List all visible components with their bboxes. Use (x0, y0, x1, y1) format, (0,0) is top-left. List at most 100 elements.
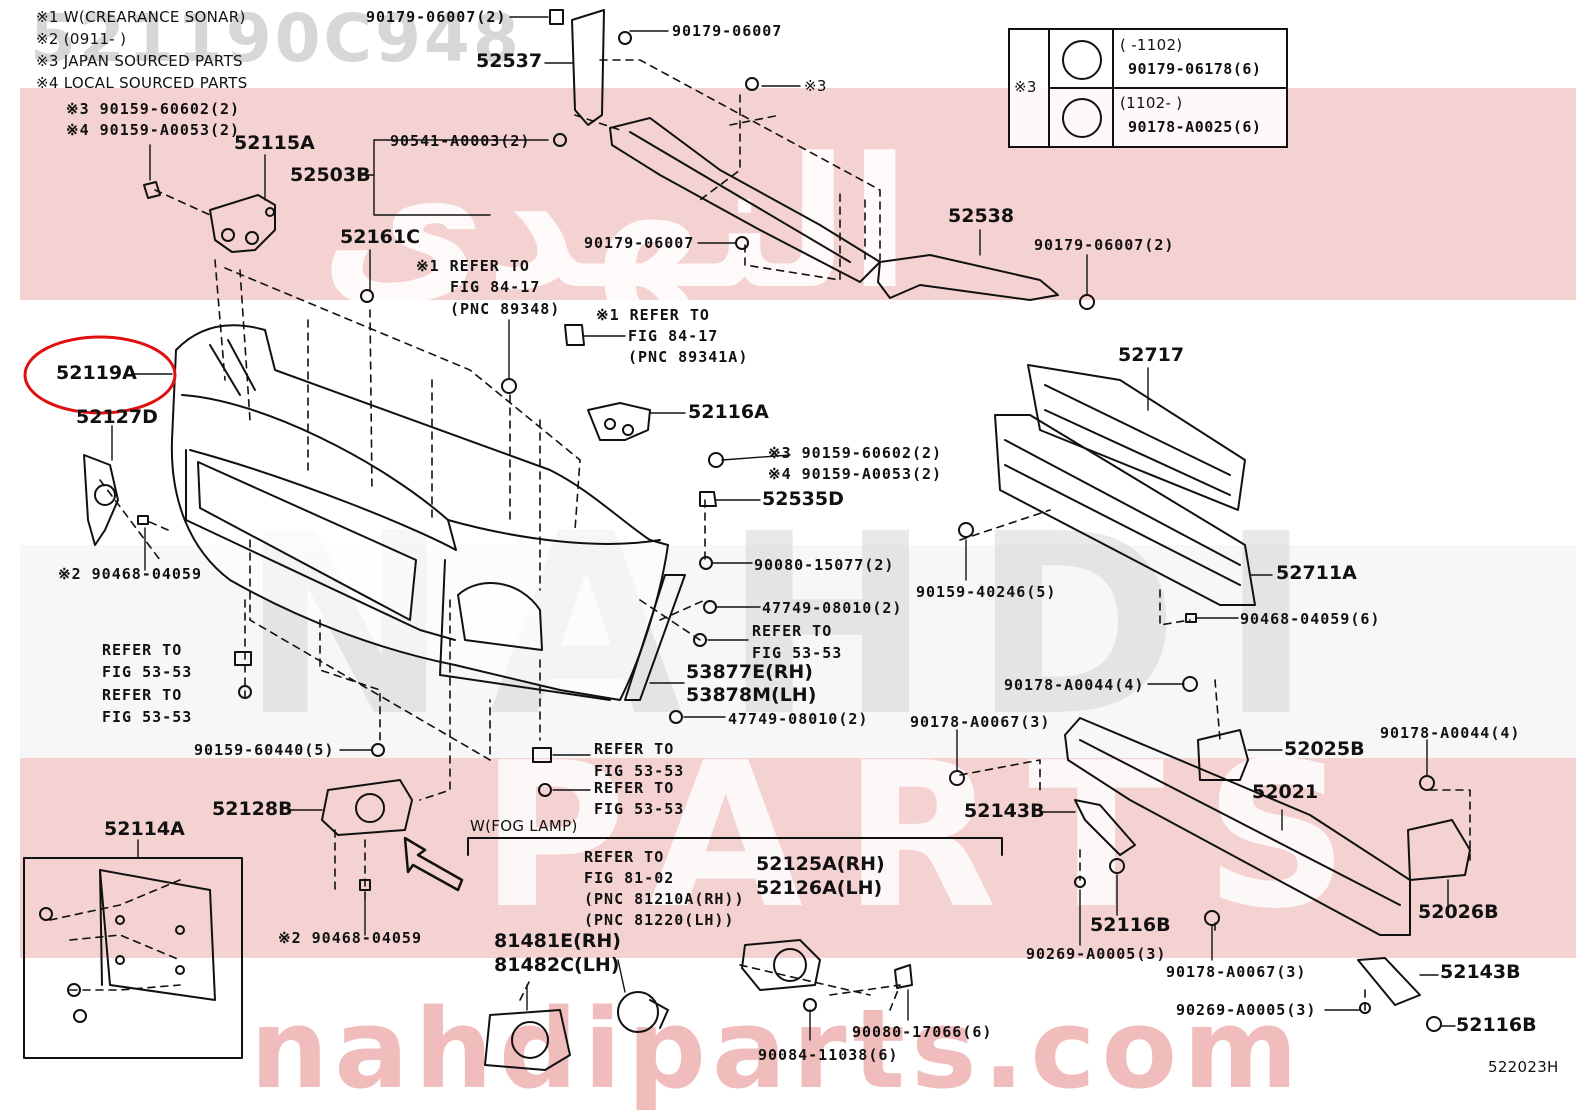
part-label[interactable]: 52128B (212, 798, 293, 820)
part-label[interactable]: FIG 53-53 (594, 800, 685, 818)
part-label[interactable]: 52717 (1118, 344, 1185, 366)
grille-52711a[interactable] (994, 414, 1256, 606)
part-label[interactable]: FIG 53-53 (594, 762, 685, 780)
fog-lamp-81481e[interactable] (484, 1009, 571, 1071)
part-label[interactable]: 90080-15077(2) (754, 556, 895, 574)
part-label[interactable]: 52537 (476, 50, 543, 72)
legend-part: 90179-06178(6) (1128, 60, 1262, 78)
part-label[interactable]: REFER TO (594, 779, 675, 797)
part-label[interactable]: ※3 90159-60602(2) (66, 100, 241, 118)
part-label[interactable]: 52125A(RH) (756, 853, 885, 875)
fog-lamp-cover-52128b[interactable] (321, 779, 413, 836)
part-label[interactable]: 52143B (964, 800, 1045, 822)
part-label[interactable]: 90178-A0067(3) (910, 713, 1051, 731)
bracket-52537[interactable] (571, 9, 605, 126)
retainer-52503b[interactable] (609, 117, 881, 283)
watermark-part-number: 521190C948 (30, 0, 522, 77)
part-label[interactable]: ※1 REFER TO (416, 257, 530, 275)
part-label[interactable]: 90269-A0005(3) (1026, 945, 1167, 963)
fog-lamp-bracket-line (467, 837, 1003, 856)
part-label[interactable]: FIG 53-53 (102, 708, 193, 726)
part-label[interactable]: REFER TO (102, 641, 183, 659)
legend-marker: ※3 (1014, 78, 1037, 96)
part-label[interactable]: REFER TO (102, 686, 183, 704)
license-bracket-52114a[interactable] (23, 857, 243, 1059)
bracket-52026b[interactable] (1407, 819, 1471, 881)
part-label[interactable]: 90179-06007 (672, 22, 783, 40)
part-label[interactable]: (PNC 89341A) (628, 348, 749, 366)
bracket-52143b[interactable] (1074, 799, 1421, 1006)
bracket-52116a[interactable] (587, 402, 651, 441)
part-label[interactable]: 52161C (340, 226, 421, 248)
part-label[interactable]: 52127D (76, 406, 158, 428)
part-label[interactable]: 90084-11038(6) (758, 1046, 899, 1064)
part-label[interactable]: 52116A (688, 401, 769, 423)
grille-52717[interactable] (1027, 364, 1246, 511)
part-label[interactable]: FIG 84-17 (450, 278, 541, 296)
part-label[interactable]: ※3 (804, 77, 827, 95)
part-label-highlighted[interactable]: 52119A (56, 362, 137, 384)
part-label[interactable]: 90178-A0044(4) (1380, 724, 1521, 742)
note-3: ※3 JAPAN SOURCED PARTS (36, 52, 243, 70)
arrow-icon (403, 836, 464, 892)
part-label[interactable]: (PNC 81220(LH)) (584, 911, 735, 929)
part-label[interactable]: 90178-A0067(3) (1166, 963, 1307, 981)
part-label[interactable]: ※4 90159-A0053(2) (66, 121, 241, 139)
legend-part: 90178-A0025(6) (1128, 118, 1262, 136)
part-label[interactable]: 52538 (948, 205, 1015, 227)
part-label[interactable]: 90179-06007(2) (366, 8, 507, 26)
part-label[interactable]: 52143B (1440, 961, 1521, 983)
part-label[interactable]: 53878M(LH) (686, 684, 817, 706)
part-label[interactable]: ※2 90468-04059 (58, 565, 202, 583)
part-label[interactable]: 52115A (234, 132, 315, 154)
part-label[interactable]: FIG 81-02 (584, 869, 675, 887)
cover-52127d[interactable] (83, 454, 119, 546)
part-label[interactable]: 52114A (104, 818, 185, 840)
part-label[interactable]: 52021 (1252, 781, 1319, 803)
part-label[interactable]: (PNC 81210A(RH)) (584, 890, 745, 908)
bracket-52538[interactable] (877, 254, 1059, 301)
part-label[interactable]: 52025B (1284, 738, 1365, 760)
part-label[interactable]: 90080-17066(6) (852, 1023, 993, 1041)
part-label[interactable]: 52126A(LH) (756, 877, 883, 899)
part-label[interactable]: 90468-04059(6) (1240, 610, 1381, 628)
part-label[interactable]: FIG 53-53 (752, 644, 843, 662)
part-label[interactable]: 90179-06007 (584, 234, 695, 252)
part-label[interactable]: 47749-08010(2) (762, 599, 903, 617)
part-label[interactable]: REFER TO (584, 848, 665, 866)
reinforcement-52021[interactable] (1064, 717, 1411, 936)
part-label[interactable]: 90179-06007(2) (1034, 236, 1175, 254)
part-label[interactable]: 52026B (1418, 901, 1499, 923)
bumper-cover[interactable] (170, 324, 669, 701)
part-label[interactable]: 53877E(RH) (686, 661, 813, 683)
part-label[interactable]: (PNC 89348) (450, 300, 561, 318)
part-label[interactable]: 52711A (1276, 562, 1357, 584)
bracket-52115a[interactable] (209, 194, 276, 253)
part-label[interactable]: 52116B (1090, 914, 1171, 936)
cover-53877e[interactable] (624, 574, 686, 701)
part-label[interactable]: ※4 90159-A0053(2) (768, 465, 943, 483)
part-label[interactable]: REFER TO (752, 622, 833, 640)
part-label[interactable]: 90269-A0005(3) (1176, 1001, 1317, 1019)
fog-lamp-bulb[interactable] (617, 991, 669, 1033)
part-label[interactable]: ※1 REFER TO (596, 306, 710, 324)
part-label[interactable]: FIG 53-53 (102, 663, 193, 681)
part-label[interactable]: 90159-60440(5) (194, 741, 335, 759)
part-label[interactable]: 81481E(RH) (494, 930, 621, 952)
part-label[interactable]: W(FOG LAMP) (470, 817, 578, 835)
part-label[interactable]: ※3 90159-60602(2) (768, 444, 943, 462)
bracket-52025b[interactable] (1197, 729, 1249, 781)
part-label[interactable]: 90159-40246(5) (916, 583, 1057, 601)
part-label[interactable]: ※2 90468-04059 (278, 929, 422, 947)
part-label[interactable]: 52535D (762, 488, 844, 510)
part-label[interactable]: 90541-A0003(2) (390, 132, 531, 150)
watermark-site: nahdiparts.com (250, 985, 1304, 1113)
part-label[interactable]: REFER TO (594, 740, 675, 758)
part-label[interactable]: 52503B (290, 164, 371, 186)
part-label[interactable]: 47749-08010(2) (728, 710, 869, 728)
part-label[interactable]: 90178-A0044(4) (1004, 676, 1145, 694)
part-label[interactable]: FIG 84-17 (628, 327, 719, 345)
part-label[interactable]: 81482C(LH) (494, 954, 620, 976)
bracket-52125a[interactable] (741, 939, 821, 991)
part-label[interactable]: 52116B (1456, 1014, 1537, 1036)
